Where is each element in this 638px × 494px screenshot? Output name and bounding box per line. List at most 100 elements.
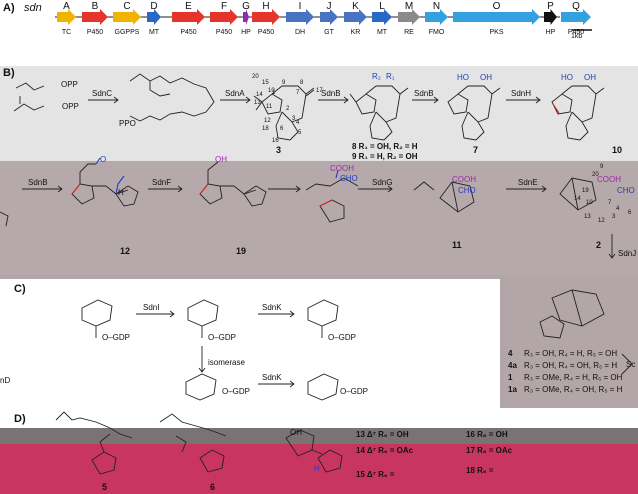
enzyme-sdni: SdnI <box>143 303 160 312</box>
panel-d-entry: 17 R₆ = OAc <box>466 446 513 455</box>
gene-function-d: MT <box>148 29 160 36</box>
panel-d-entry: 15 Δ⁷ R₆ = <box>356 470 395 479</box>
gene-function-o: PKS <box>489 29 504 36</box>
panel-d-entry: 18 R₆ = <box>466 466 494 475</box>
gene-function-f: P450 <box>215 29 233 36</box>
gene-arrow-b <box>82 9 108 25</box>
cooh-label-a: COOH <box>330 164 354 173</box>
gene-function-p: HP <box>545 29 556 36</box>
gdp-label-2: O–GDP <box>208 333 237 342</box>
atom-number-2: 3 <box>612 214 616 220</box>
oh-label-10: OH <box>584 73 596 82</box>
atom-number-2: 7 <box>608 200 612 206</box>
compound-3: 3 <box>276 145 282 155</box>
gene-arrow-e <box>172 9 205 25</box>
atom-number-2: 13 <box>584 214 591 220</box>
gene-function-n: FMO <box>428 29 445 36</box>
legend-substituents: R₃ = OH, R₄ = OH, R₅ = H <box>524 361 618 370</box>
gene-letter-e: E <box>185 1 192 12</box>
compound-11: 11 <box>452 240 462 250</box>
enzyme-sdnb-2: SdnB <box>414 89 434 98</box>
legend-8: 8 R₁ = OH, R₂ = H <box>352 142 418 151</box>
gene-arrow-a <box>57 9 76 25</box>
gene-function-m: RE <box>404 29 414 36</box>
panel-b-label: B) <box>3 67 15 79</box>
enzyme-sdnj: SdnJ <box>618 249 637 258</box>
gene-function-g: HP <box>241 29 251 36</box>
gene-arrow-p <box>544 9 557 25</box>
enzyme-sdnf: SdnF <box>152 178 172 187</box>
gene-function-k: KR <box>350 29 361 36</box>
atom-number-3: 8 <box>300 80 304 86</box>
atom-number-3: 2 <box>286 106 290 112</box>
scale-bar-label: 1kb <box>571 33 583 40</box>
gene-letter-q: Q <box>572 1 580 12</box>
panel-c-white-area <box>0 279 500 408</box>
gene-arrow-g <box>243 9 249 25</box>
gene-arrow-i <box>286 9 314 25</box>
gene-cluster-diagram <box>55 9 592 31</box>
atom-number-2: 6 <box>628 210 632 216</box>
panel-d-entry: 14 Δ⁷ R₆ = OAc <box>356 446 414 455</box>
gene-letter-l: L <box>379 1 385 12</box>
cooh-label-11: COOH <box>452 175 476 184</box>
gene-arrow-j <box>320 9 338 25</box>
gene-letter-b: B <box>91 1 99 12</box>
gene-arrow-f <box>210 9 238 25</box>
r1-label: R₁ <box>386 72 395 81</box>
atom-number-3: 7 <box>296 90 300 96</box>
gdp-label-3: O–GDP <box>328 333 357 342</box>
gene-function-l: MT <box>376 29 388 36</box>
compound-2: 2 <box>596 240 602 250</box>
gene-function-i: DH <box>294 29 306 36</box>
gene-function-c: GGPPS <box>114 29 140 36</box>
gene-function-b: P450 <box>86 29 104 36</box>
gene-function-j: GT <box>324 29 334 36</box>
compound-6: 6 <box>210 482 216 492</box>
enzyme-sdnh: SdnH <box>511 89 532 98</box>
gene-letter-h: H <box>262 1 270 12</box>
cho-label-11: CHO <box>458 186 476 195</box>
atom-number-3: 20 <box>252 74 259 80</box>
gdp-label-1: O–GDP <box>102 333 131 342</box>
gene-letter-a: A <box>63 1 70 12</box>
gene-letter-i: I <box>298 1 302 12</box>
atom-number-3: 3 <box>292 116 296 122</box>
r2-label: R₂ <box>372 72 381 81</box>
legend-compound-number: 4 <box>508 349 513 358</box>
panel-d-dark-band <box>0 428 638 444</box>
gene-arrow-k <box>344 9 367 25</box>
compound-12: 12 <box>120 246 131 256</box>
atom-number-3: 17 <box>316 88 323 94</box>
cho-label-2: CHO <box>617 186 635 195</box>
atom-number-2: 9 <box>600 164 604 170</box>
gene-arrow-d <box>147 9 161 25</box>
enzyme-sdng: SdnG <box>372 178 393 187</box>
gene-letter-c: C <box>123 1 131 12</box>
legend-compound-number: 1a <box>508 385 517 394</box>
enzyme-sdnk-1: SdnK <box>262 303 282 312</box>
atom-number-2: 19 <box>582 188 589 194</box>
panel-b-upper-band <box>0 66 638 161</box>
gene-letter-p: P <box>547 1 554 12</box>
gene-function-a: TC <box>61 29 72 36</box>
panel-d-top-band <box>0 408 638 428</box>
enzyme-sdnb-1: SdnB <box>321 89 341 98</box>
atom-number-3: 14 <box>256 92 263 98</box>
panel-d-entry: 16 R₆ = OH <box>466 430 508 439</box>
panel-c-cut-left: nD <box>0 376 11 385</box>
isomerase-label: isomerase <box>208 358 245 367</box>
legend-substituents: R₃ = OMe, R₄ = OH, R₅ = H <box>524 385 623 394</box>
atom-number-3: 9 <box>282 80 286 86</box>
atom-number-3: 4 <box>296 120 300 126</box>
atom-number-2: 12 <box>598 218 605 224</box>
compound-10: 10 <box>612 145 623 155</box>
cho-label-a: CHO <box>340 174 358 183</box>
atom-number-3: 16 <box>272 138 279 144</box>
ho-label-7: HO <box>457 73 469 82</box>
ho-label-10: HO <box>561 73 573 82</box>
opp-label-2: OPP <box>62 102 79 111</box>
gene-letter-m: M <box>404 1 414 12</box>
panel-a-label: A) <box>3 2 15 14</box>
